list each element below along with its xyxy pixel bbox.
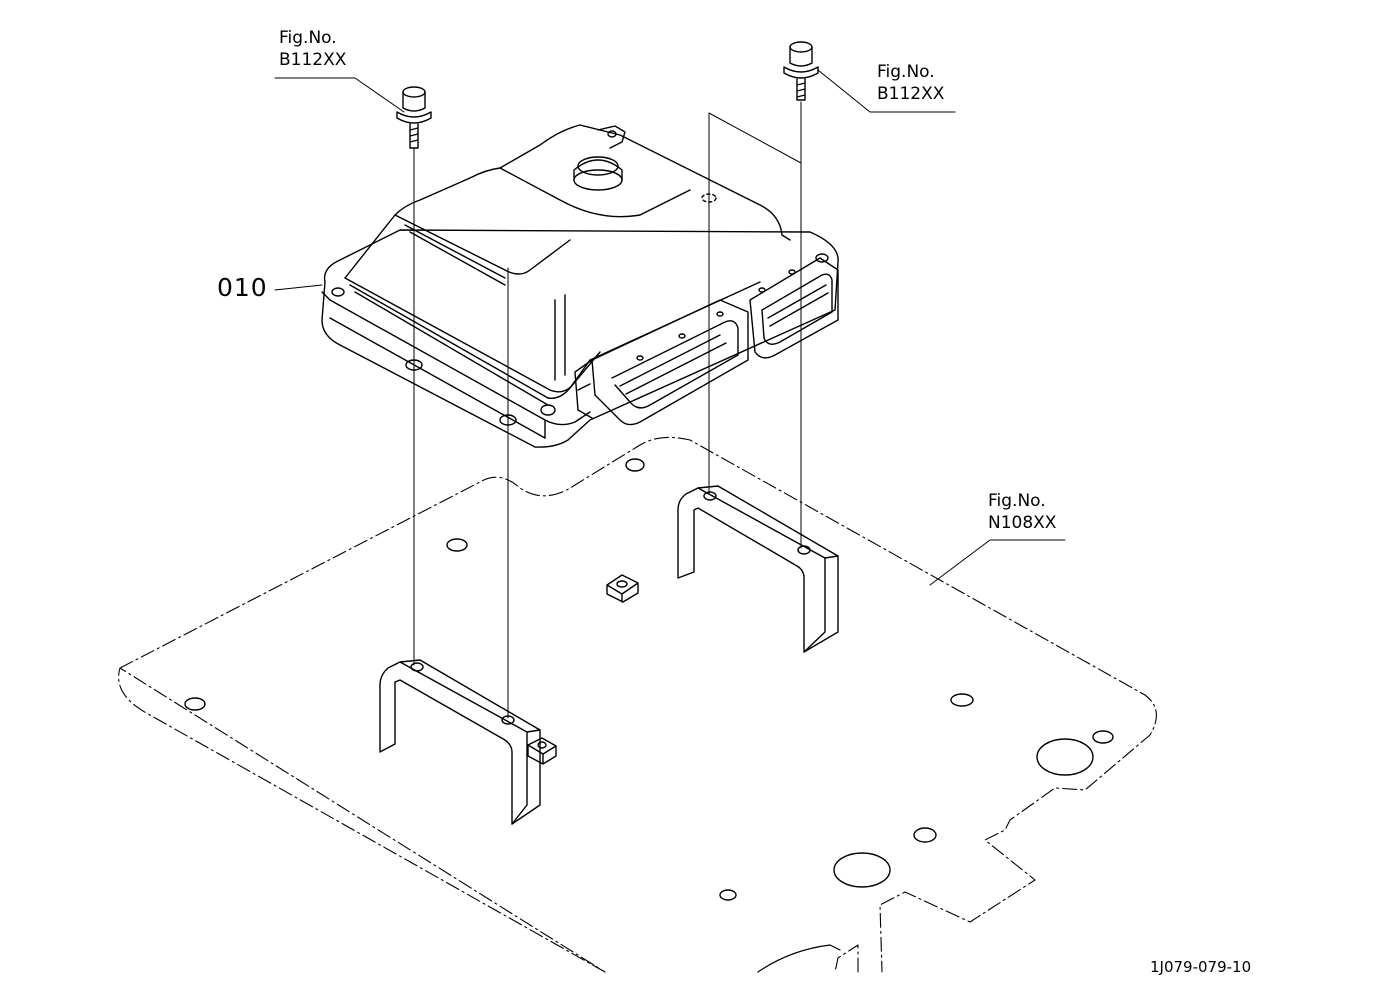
fig-ref-caption: Fig.No. <box>988 491 1046 511</box>
fig-ref-caption: Fig.No. <box>877 62 935 82</box>
left-bracket <box>379 659 557 825</box>
drawing-code: 1J079-079-10 <box>1150 958 1252 976</box>
mounting-plate <box>118 436 1157 973</box>
fig-ref-left-bolt: Fig.No. B112XX <box>279 27 346 71</box>
fig-ref-caption: Fig.No. <box>279 28 337 48</box>
leader-lines <box>274 69 1066 586</box>
alignment-lines <box>413 101 802 719</box>
controller-unit <box>321 124 839 448</box>
fig-ref-number: N108XX <box>988 513 1057 533</box>
fig-ref-right-bolt: Fig.No. B112XX <box>877 61 944 105</box>
fig-ref-number: B112XX <box>279 50 347 70</box>
fig-ref-number: B112XX <box>877 84 945 104</box>
fig-ref-plate: Fig.No. N108XX <box>988 490 1056 534</box>
part-number-label: 010 <box>217 273 268 302</box>
left-bolt <box>396 86 432 149</box>
right-bolt <box>783 41 819 101</box>
right-bracket <box>677 485 839 653</box>
